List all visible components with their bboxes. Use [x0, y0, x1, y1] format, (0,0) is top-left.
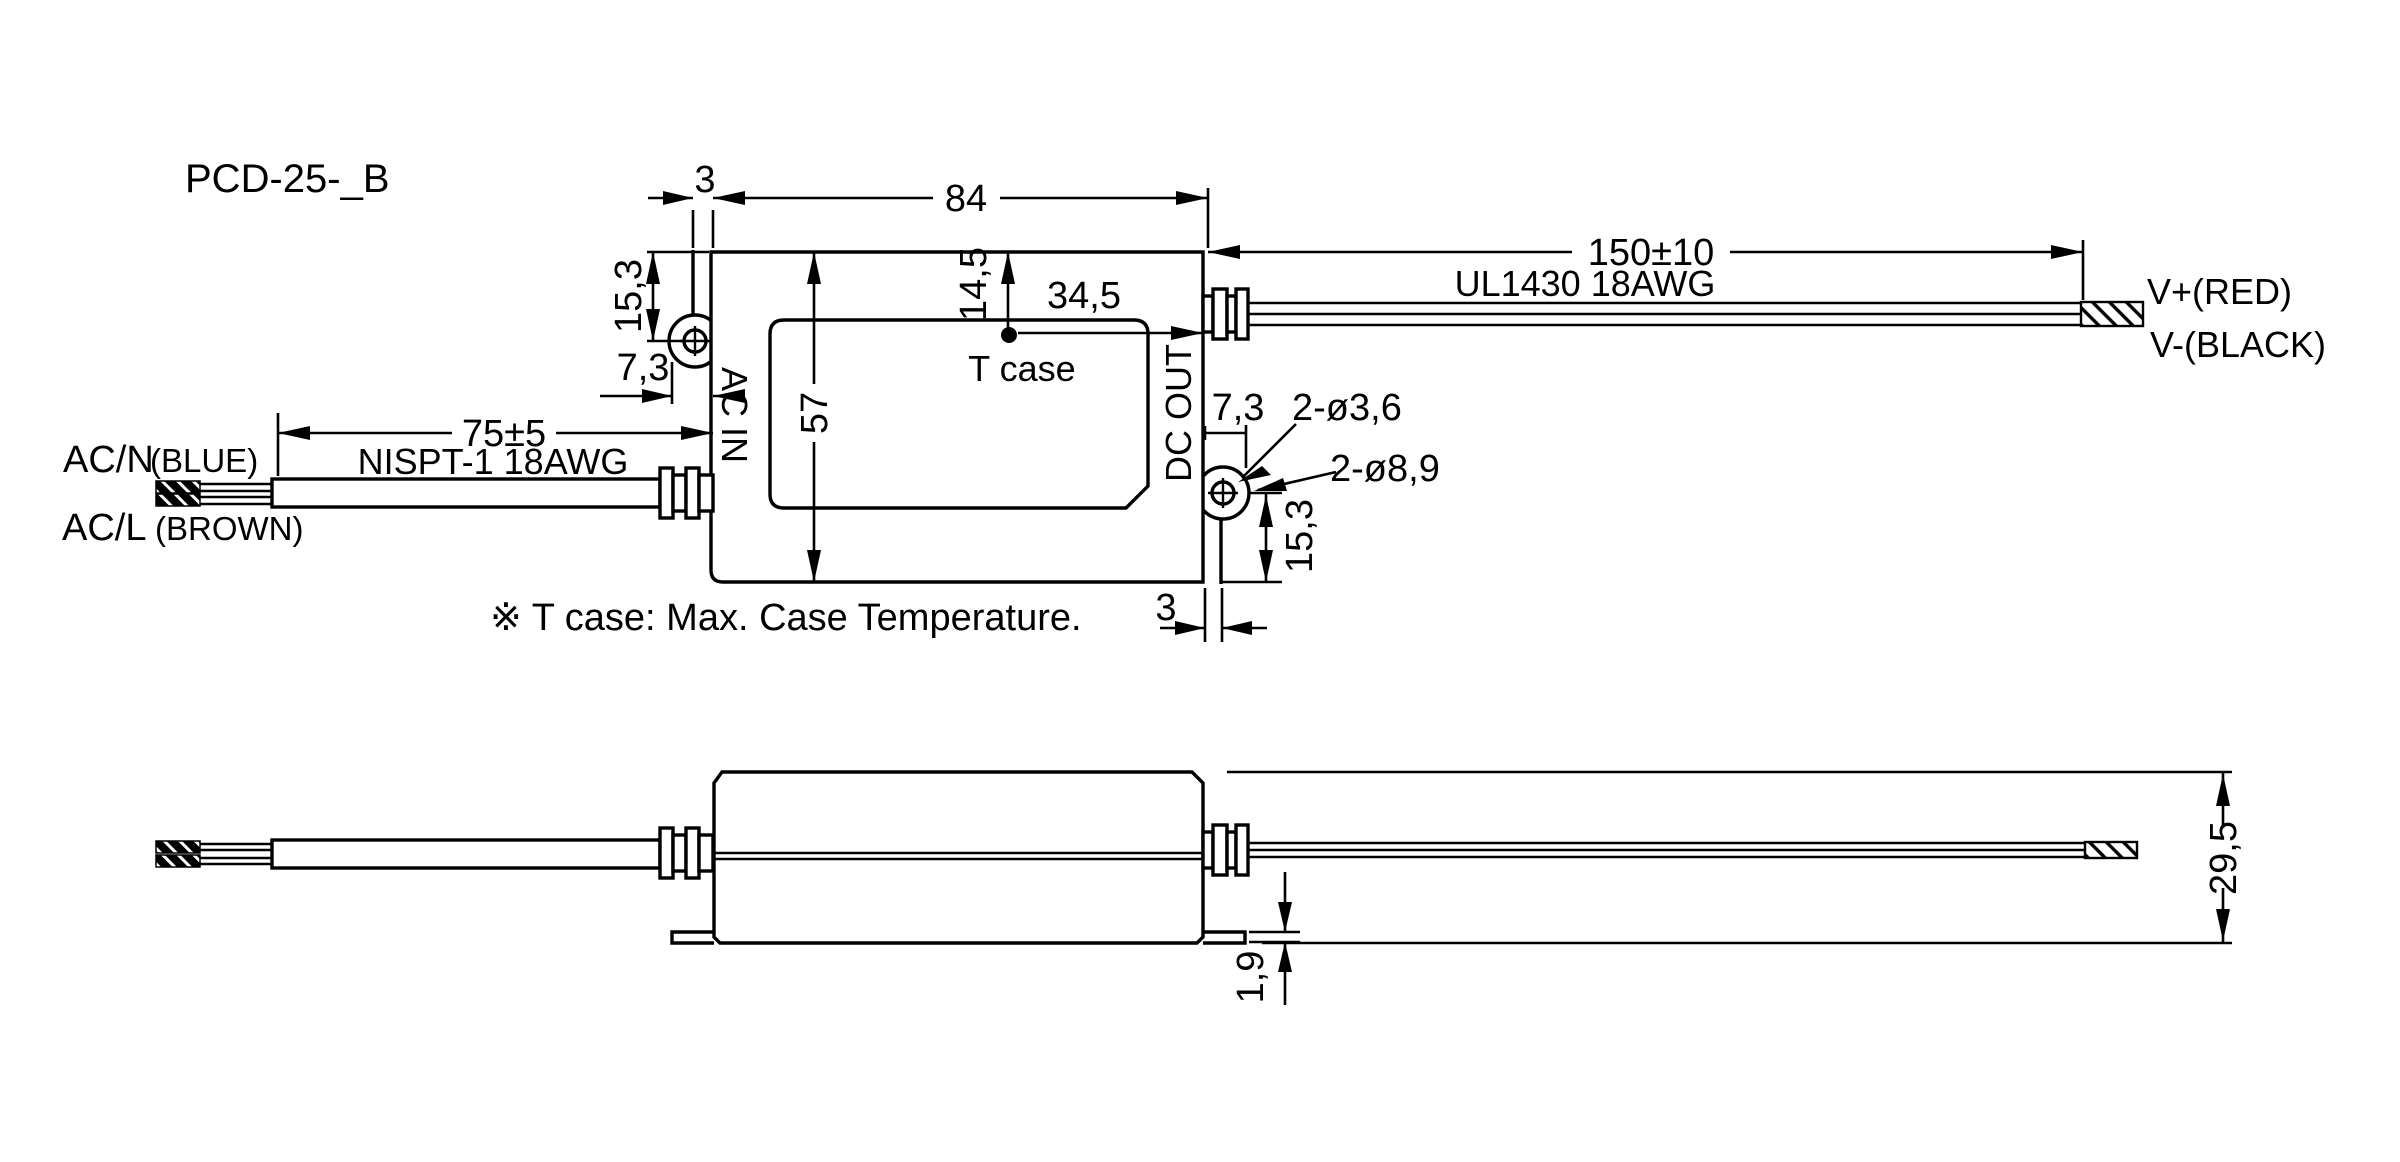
dim-flange-thickness: 1,9 — [1230, 872, 1300, 1005]
svg-text:15,3: 15,3 — [608, 259, 650, 333]
case-body-outline — [709, 250, 1205, 584]
side-ac-cable — [155, 826, 715, 880]
dc-wire-tinned-end — [2079, 300, 2145, 328]
svg-text:34,5: 34,5 — [1047, 275, 1121, 317]
ac-strain-relief — [658, 466, 715, 520]
dim-t-case-y: 14,5 — [953, 247, 1015, 335]
leader-mount-hole-dia: 2-ø3,6 — [1238, 387, 1402, 482]
top-view: PCD-25-_B T case AC IN DC O — [62, 157, 2326, 642]
svg-text:1,9: 1,9 — [1230, 951, 1272, 1004]
t-case-note: ※ T case: Max. Case Temperature. — [490, 597, 1082, 639]
svg-text:29,5: 29,5 — [2203, 821, 2245, 895]
ac-wire-frayed-end — [155, 480, 201, 494]
svg-text:84: 84 — [945, 178, 987, 220]
ac-cable-jacket — [270, 477, 662, 509]
svg-text:3: 3 — [694, 159, 715, 201]
dim-output-cable-length: 150±10 UL1430 18AWG — [1208, 232, 2085, 304]
ac-l-label: AC/L (BROWN) — [62, 507, 303, 549]
svg-text:57: 57 — [794, 392, 836, 434]
screw-top-left — [680, 326, 710, 356]
side-ac-strain-relief — [658, 826, 715, 880]
output-cable-type-label: UL1430 18AWG — [1455, 263, 1716, 304]
svg-text:AC/L: AC/L — [62, 507, 146, 549]
side-ac-frayed-end — [155, 854, 201, 868]
dim-input-cable-length: 75±5 NISPT-1 18AWG — [276, 413, 713, 482]
side-dc-cable — [1201, 823, 2139, 877]
side-ac-frayed-end — [155, 840, 201, 854]
svg-text:14,5: 14,5 — [953, 247, 995, 321]
case-lid-outline — [768, 318, 1150, 510]
ac-input-cable — [155, 466, 715, 520]
svg-text:7,3: 7,3 — [1212, 387, 1265, 429]
side-dc-tinned-end — [2083, 840, 2139, 860]
svg-text:15,3: 15,3 — [1279, 499, 1321, 573]
side-view: 29,5 1,9 — [155, 770, 2245, 1005]
ac-wire-frayed-end — [155, 493, 201, 507]
dim-ear-overhang-left: 7,3 — [600, 347, 745, 404]
v-minus-label: V-(BLACK) — [2150, 324, 2326, 365]
mount-foot-right — [1203, 930, 1247, 945]
leader-ear-dia: 2-ø8,9 — [1254, 448, 1440, 492]
svg-text:AC/N: AC/N — [63, 439, 154, 481]
side-dc-strain-relief — [1201, 823, 1250, 877]
screw-bottom-right — [1208, 478, 1238, 508]
dim-ear-overhang-right: 7,3 — [1203, 387, 1265, 468]
ac-n-label: AC/N (BLUE) — [63, 439, 258, 481]
dim-body-width: 84 — [713, 178, 1210, 248]
dim-mount-hole-y-right: 15,3 — [1222, 491, 1321, 584]
side-body-outline — [712, 770, 1205, 945]
dc-out-label: DC OUT — [1158, 344, 1199, 482]
dim-side-body-height: 29,5 — [1227, 770, 2245, 945]
t-case-label: T case — [968, 348, 1075, 389]
svg-text:(BLUE): (BLUE) — [150, 442, 258, 479]
dim-ear-step-top: 3 — [648, 159, 716, 248]
svg-text:3: 3 — [1155, 587, 1176, 629]
dc-output-cable — [1201, 287, 2145, 341]
dim-t-case-x: 34,5 — [1018, 275, 1203, 340]
svg-text:150±10: 150±10 — [1588, 232, 1715, 274]
input-cable-type-label: NISPT-1 18AWG — [358, 441, 629, 482]
svg-text:7,3: 7,3 — [617, 347, 670, 389]
svg-text:(BROWN): (BROWN) — [155, 510, 303, 547]
svg-text:2-ø3,6: 2-ø3,6 — [1292, 387, 1402, 429]
dim-body-height: 57 — [794, 252, 836, 582]
svg-text:2-ø8,9: 2-ø8,9 — [1330, 448, 1440, 490]
dc-strain-relief — [1201, 287, 1250, 341]
drawing-title: PCD-25-_B — [185, 157, 390, 201]
v-plus-label: V+(RED) — [2147, 271, 2292, 312]
svg-text:75±5: 75±5 — [462, 413, 546, 455]
mount-foot-left — [670, 930, 714, 945]
dim-mount-hole-y-left: 15,3 — [608, 250, 709, 343]
dim-ear-step-bottom: 3 — [1155, 587, 1267, 642]
ac-in-label: AC IN — [714, 367, 755, 463]
